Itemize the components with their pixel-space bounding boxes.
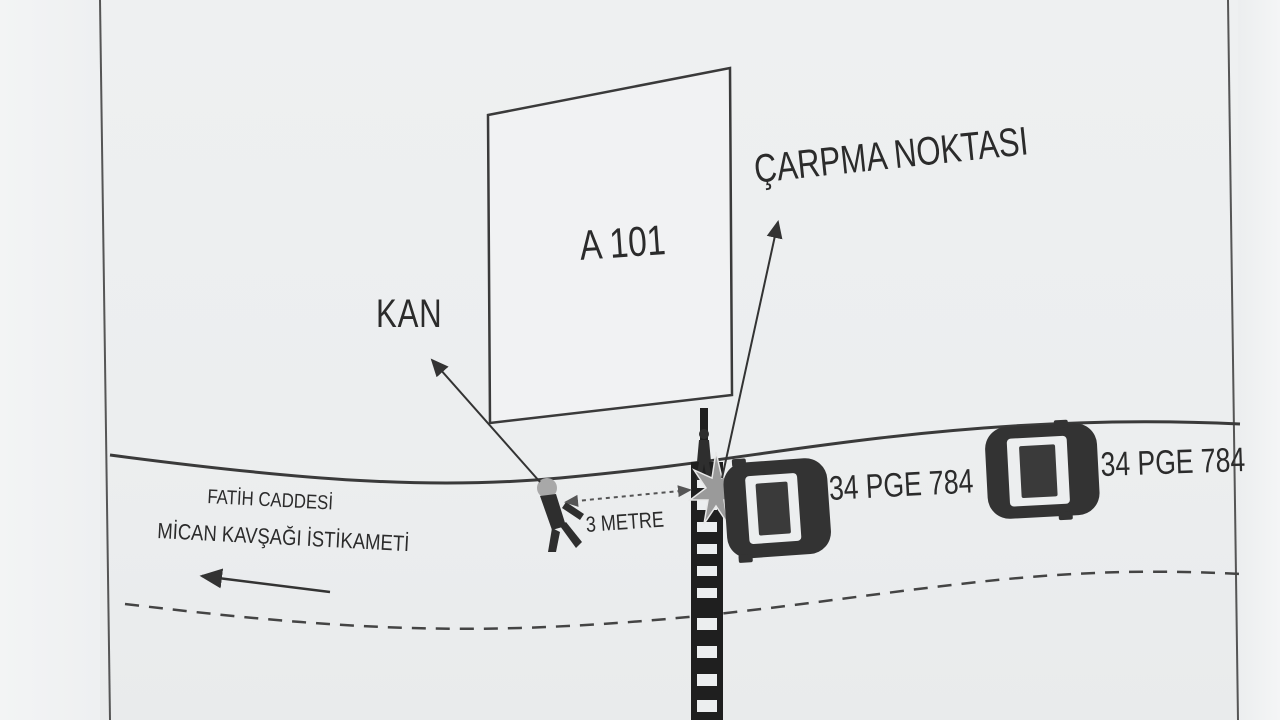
distance-label: 3 METRE [585, 506, 665, 537]
sheet-left-border [99, 0, 111, 720]
vehicle2-plate-label: 34 PGE 784 [1100, 440, 1246, 484]
arrow-left-icon [199, 568, 331, 594]
paper-right-margin [1238, 0, 1280, 720]
vehicle1-plate-label: 34 PGE 784 [828, 462, 975, 508]
distance-dimension-line [564, 485, 692, 507]
top-view-car-icon [985, 419, 1100, 521]
sheet-right-border [1227, 0, 1239, 720]
store-label: A 101 [578, 216, 668, 269]
top-view-car-icon [723, 458, 831, 563]
fallen-person-icon [537, 478, 584, 552]
store-building [486, 66, 734, 425]
paper-left-margin [0, 0, 100, 720]
blood-pointer-arrow [430, 358, 541, 483]
blood-label: KAN [376, 292, 443, 336]
impact-pointer-arrow [721, 220, 783, 479]
lane-divider [124, 570, 1241, 631]
